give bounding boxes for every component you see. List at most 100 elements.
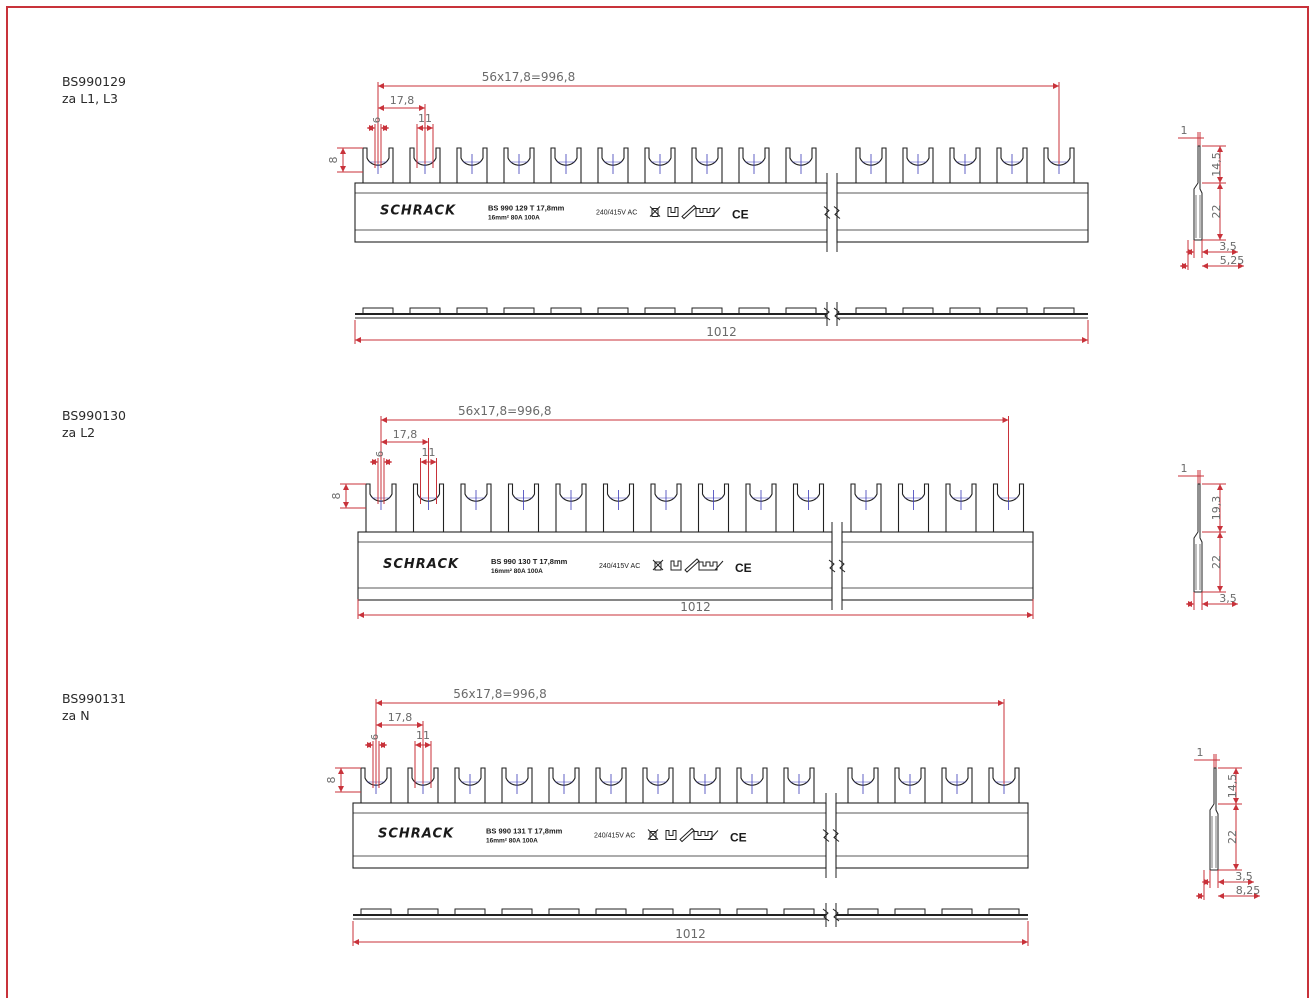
busbar-side-profile (1209, 767, 1219, 871)
break-mark (833, 206, 841, 219)
plate-line-2: 16mm² 80A 100A (491, 568, 543, 575)
arrow-head (427, 125, 433, 131)
arrow-head (383, 125, 389, 131)
arrow-head (1204, 879, 1210, 885)
arrow-head (343, 484, 349, 490)
pin-profile (550, 307, 582, 315)
arrow-head (340, 148, 346, 154)
arrow-head (417, 722, 423, 728)
arrow-head (338, 768, 344, 774)
arrow-head (1202, 263, 1208, 269)
arrow-head (338, 786, 344, 792)
arrow-head (1232, 601, 1238, 607)
arrow-head (422, 439, 429, 445)
part-code: BS990129 (62, 74, 127, 89)
break-mark (832, 908, 840, 922)
pin-height-label: 8 (330, 493, 343, 500)
length-label: 1012 (706, 325, 737, 339)
busbar-icon (698, 560, 724, 571)
pitch-label: 17,8 (393, 428, 418, 441)
pin-profile (642, 908, 674, 916)
pin-width-label: 6 (370, 734, 381, 740)
pin-profile (902, 307, 934, 315)
arrow-head (1233, 864, 1239, 870)
arrow-head (367, 742, 373, 748)
plate-line-2: 16mm² 80A 100A (486, 838, 538, 845)
arrow-head (372, 459, 378, 465)
screwdriver-icon (679, 827, 695, 843)
arrow-head (1232, 249, 1238, 255)
arrow-head (358, 612, 364, 618)
arrow-head (355, 337, 361, 343)
break-mark (838, 559, 846, 573)
arrow-head (1217, 234, 1223, 240)
side-base-label: 3,5 (1219, 592, 1237, 605)
pin-profile (644, 307, 676, 315)
part-phase: za N (62, 708, 90, 723)
pin-profile (785, 307, 817, 315)
pin-gap-label: 11 (422, 446, 436, 459)
arrow-head (378, 83, 384, 89)
arrow-head (419, 105, 425, 111)
voltage-label: 240/415V AC (599, 563, 640, 570)
side-base-label: 3,5 (1235, 870, 1253, 883)
pin-profile (548, 908, 580, 916)
arrow-head (425, 742, 431, 748)
plate-line-1: BS 990 131 T 17,8mm (486, 827, 563, 836)
part-label-3: BS990131 za N (62, 690, 126, 724)
thickness-label: 1 (1181, 462, 1188, 475)
pin-profile (362, 307, 394, 315)
side-upper-label: 19,3 (1210, 496, 1223, 521)
break-mark (822, 829, 830, 842)
busbar-side-profile (1193, 483, 1203, 593)
pin-profile (503, 307, 535, 315)
arrow-head (430, 459, 437, 465)
length-label: 1012 (675, 927, 706, 941)
arrow-head (1238, 263, 1244, 269)
side-lower-label: 22 (1210, 555, 1223, 569)
pin-profile (456, 307, 488, 315)
pin-profile (855, 307, 887, 315)
pitch-total-label: 56x17,8=996,8 (482, 70, 576, 84)
side-lower-label: 22 (1210, 205, 1223, 219)
arrow-head (376, 700, 382, 706)
pin-profile (454, 908, 486, 916)
break-mark (823, 307, 831, 321)
pin-profile (407, 908, 439, 916)
pitch-label: 17,8 (388, 711, 413, 724)
break-mark (822, 908, 830, 922)
side-base-label: 8,25 (1236, 884, 1261, 897)
arrow-head (1218, 893, 1224, 899)
arrow-head (1217, 532, 1223, 538)
pin-width-label: 6 (372, 117, 383, 123)
pin-profile (783, 908, 815, 916)
arrow-head (998, 700, 1004, 706)
arrow-head (1002, 417, 1009, 423)
side-base-label: 3,5 (1219, 240, 1237, 253)
pin-profile (736, 908, 768, 916)
arrow-head (381, 417, 387, 423)
pin-profile (691, 307, 723, 315)
part-label-1: BS990129 za L1, L3 (62, 73, 126, 107)
busbar-side-profile (1193, 145, 1203, 241)
arrow-head (378, 105, 384, 111)
arrow-head (1188, 249, 1194, 255)
arrow-head (1233, 768, 1239, 774)
pin-profile (689, 908, 721, 916)
arrow-head (1022, 939, 1028, 945)
arrow-head (1233, 804, 1239, 810)
break-mark (828, 559, 836, 573)
arrow-head (1233, 798, 1239, 804)
arrow-head (415, 742, 421, 748)
arrow-head (1248, 879, 1254, 885)
arrow-head (1217, 484, 1223, 490)
part-label-2: BS990130 za L2 (62, 407, 126, 441)
brand-logo: SCHRACK (383, 557, 459, 572)
part-phase: za L1, L3 (62, 91, 118, 106)
drawing-frame (6, 6, 1309, 998)
ce-mark-icon: CE (732, 208, 749, 222)
no-dispose-icon (652, 559, 664, 571)
